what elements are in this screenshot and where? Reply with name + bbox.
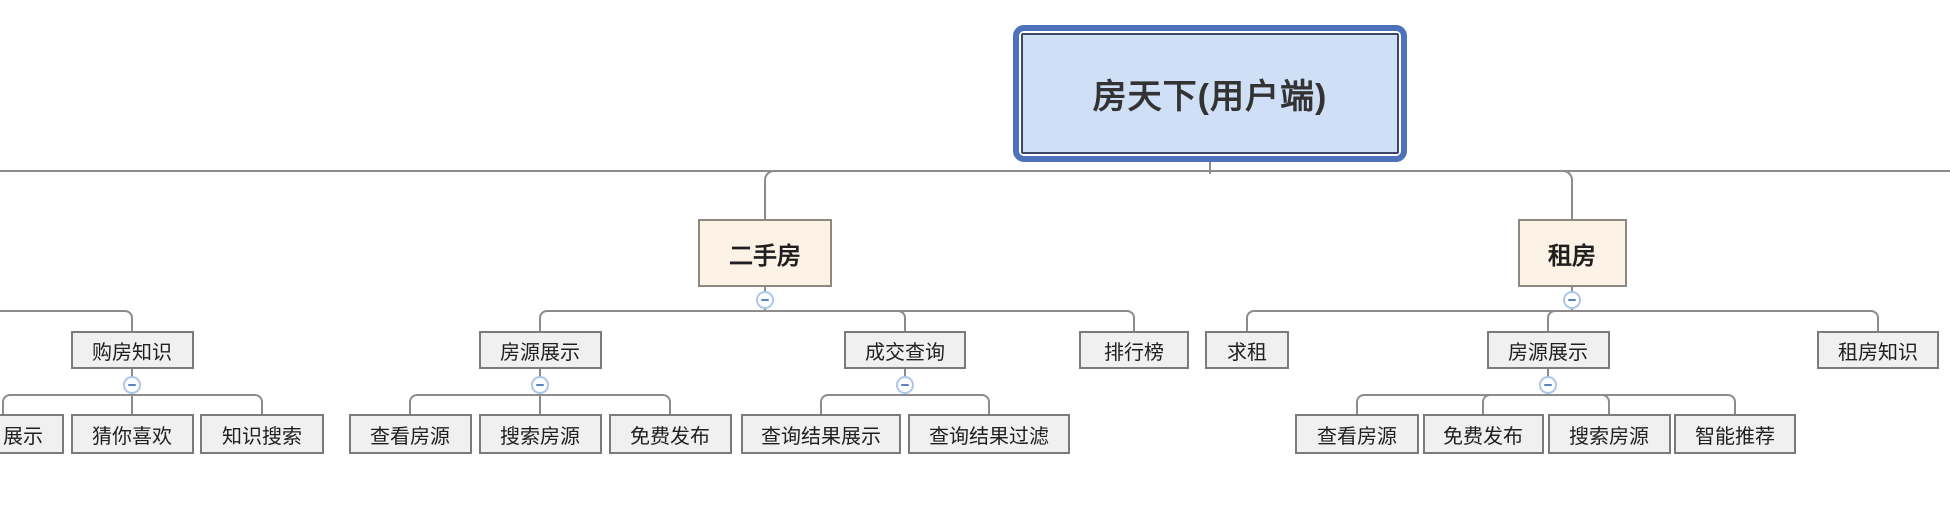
topic-chakanfangyuan1[interactable]: 查看房源 [348,414,472,454]
minus-glyph [536,384,544,386]
connector-ershoufang [764,170,1211,220]
root-topic-label: 房天下(用户端) [1021,33,1399,154]
minus-glyph [1568,299,1576,301]
connector-chakanfangyuan2 [1356,394,1549,415]
connector-sousuofangyuan1 [539,394,541,415]
topic-sousuofangyuan1[interactable]: 搜索房源 [478,414,602,454]
topic-chengjiaochaxun[interactable]: 成交查询 [844,331,966,369]
minus-glyph [1544,384,1552,386]
topic-goufangzhishi[interactable]: 购房知识 [70,331,194,369]
topic-qiuzu[interactable]: 求租 [1205,331,1289,369]
minus-glyph [901,384,909,386]
collapse-icon[interactable] [123,376,141,394]
topic-sousuofangyuan2[interactable]: 搜索房源 [1547,414,1671,454]
topic-zufang[interactable]: 租房 [1517,219,1627,287]
connector-zufangzhishi [1571,310,1879,332]
topic-zhinengtuijian[interactable]: 智能推荐 [1674,414,1796,454]
connector-chaxunjieguoguolv [904,394,990,415]
connector-zhanshi [2,394,133,415]
connector-goufangzhishi [0,310,133,332]
topic-ershoufang[interactable]: 二手房 [698,219,832,287]
connector-qiuzu [1246,310,1573,332]
connector-paihangbang [764,310,1135,332]
topic-chaxunjieguoguolv[interactable]: 查询结果过滤 [908,414,1070,454]
collapse-icon[interactable] [1539,376,1557,394]
collapse-icon[interactable] [531,376,549,394]
topic-cainixihuan[interactable]: 猜你喜欢 [70,414,194,454]
minus-glyph [761,299,769,301]
topic-chakanfangyuan2[interactable]: 查看房源 [1295,414,1419,454]
connector-zhishisousuo [131,394,263,415]
topic-chaxunjieguozhanshi[interactable]: 查询结果展示 [741,414,901,454]
minus-glyph [128,384,136,386]
topic-paihangbang[interactable]: 排行榜 [1079,331,1189,369]
topic-mianfeifabu1[interactable]: 免费发布 [608,414,732,454]
topic-zhanshi[interactable]: 展示 [0,414,64,454]
connector-fangyuanzhanshi1 [539,310,766,332]
connector-zhinengtuijian [1547,394,1736,415]
root-connector-stub [1209,158,1211,174]
connector-chaxunjieguozhanshi [820,394,906,415]
collapse-icon[interactable] [756,291,774,309]
topic-zufangzhishi[interactable]: 租房知识 [1817,331,1939,369]
topic-fangyuanzhanshi2[interactable]: 房源展示 [1486,331,1610,369]
topic-zhishisousuo[interactable]: 知识搜索 [200,414,324,454]
topic-mianfeifabu2[interactable]: 免费发布 [1422,414,1544,454]
connector-mianfeifabu1 [539,394,671,415]
collapse-icon[interactable] [1563,291,1581,309]
collapse-icon[interactable] [896,376,914,394]
connector-cainixihuan [131,394,133,415]
connector-mianfeifabu2 [1482,394,1549,415]
topic-fangyuanzhanshi1[interactable]: 房源展示 [478,331,602,369]
connector-zufang [1209,170,1573,220]
root-topic[interactable]: 房天下(用户端) [1013,25,1407,162]
connector-fangyuanzhanshi2 [1547,310,1573,332]
connector-chakanfangyuan1 [409,394,541,415]
